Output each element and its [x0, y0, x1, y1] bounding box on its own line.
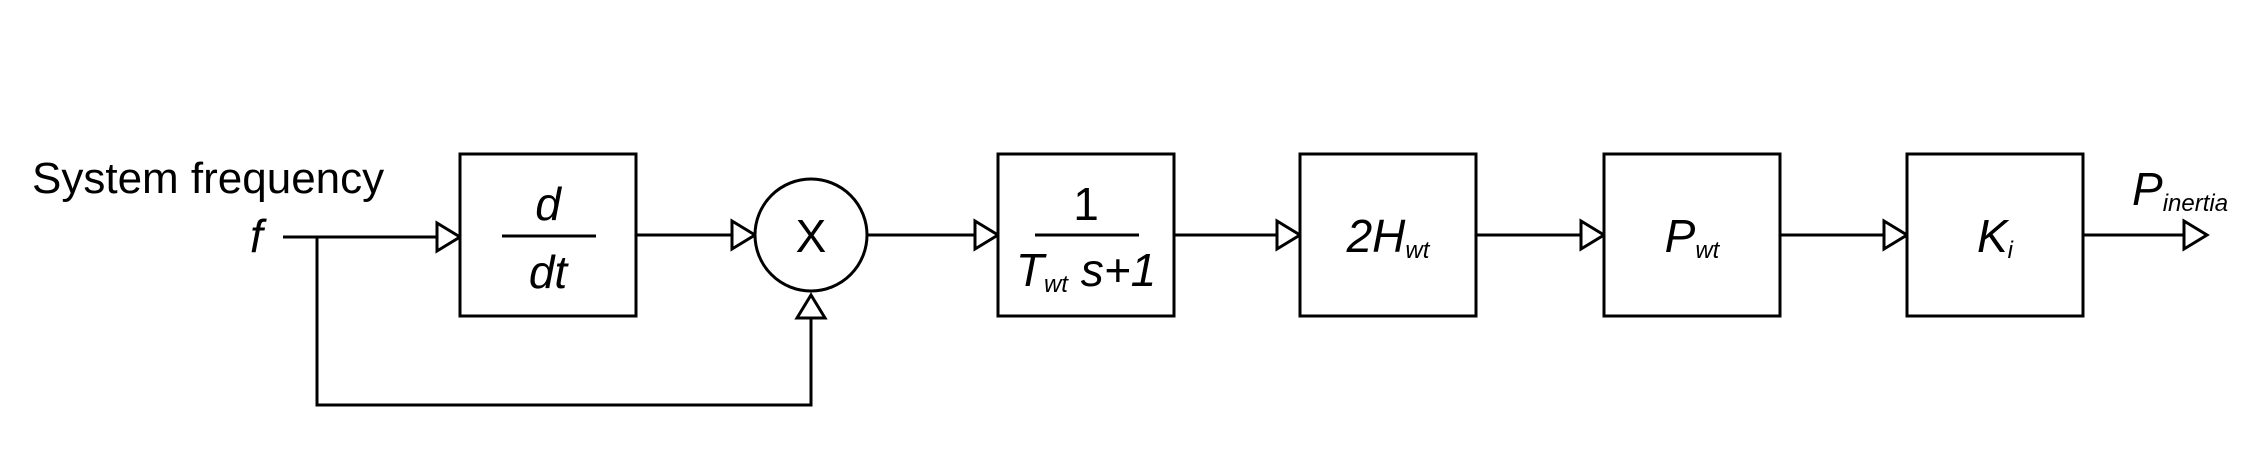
derivative-numerator: d [535, 178, 562, 230]
inertia-gain-sub: wt [1405, 237, 1430, 264]
inertia-gain-base: 2H [1346, 210, 1407, 262]
lag-denominator-sub: wt [1044, 271, 1069, 298]
lag-denominator-tail: s+1 [1068, 244, 1156, 296]
lag-denominator: Twt s+1 [1016, 244, 1156, 298]
arrow-output [2182, 218, 2210, 252]
inertia-gain-block [1298, 152, 1478, 318]
power-block-label: Pwt [1665, 210, 1721, 264]
arrow-into-inertia [1275, 218, 1303, 252]
arrow-into-multiplier-left [730, 218, 758, 252]
input-label: System frequency [32, 154, 384, 203]
derivative-denominator: dt [529, 246, 570, 298]
output-sub: inertia [2163, 190, 2228, 217]
ki-block-base: K [1977, 210, 2010, 262]
power-block-base: P [1665, 210, 1696, 262]
arrow-into-power [1579, 218, 1607, 252]
feedback-line [315, 237, 813, 407]
power-block-sub: wt [1695, 237, 1720, 264]
arrow-into-lag [973, 218, 1001, 252]
arrow-into-derivative [435, 220, 463, 254]
lag-numerator: 1 [1073, 178, 1099, 230]
ki-block-sub: i [2008, 237, 2014, 264]
output-label: Pinertia [2132, 163, 2228, 217]
lag-denominator-base: T [1016, 244, 1047, 296]
arrow-into-multiplier-bottom [794, 292, 828, 320]
output-base: P [2132, 163, 2163, 215]
input-symbol: f [250, 210, 267, 262]
ki-block-label: Ki [1977, 210, 2014, 264]
multiplier-symbol: X [796, 210, 827, 262]
inertia-gain-label: 2Hwt [1346, 210, 1431, 264]
arrow-into-ki [1882, 218, 1910, 252]
